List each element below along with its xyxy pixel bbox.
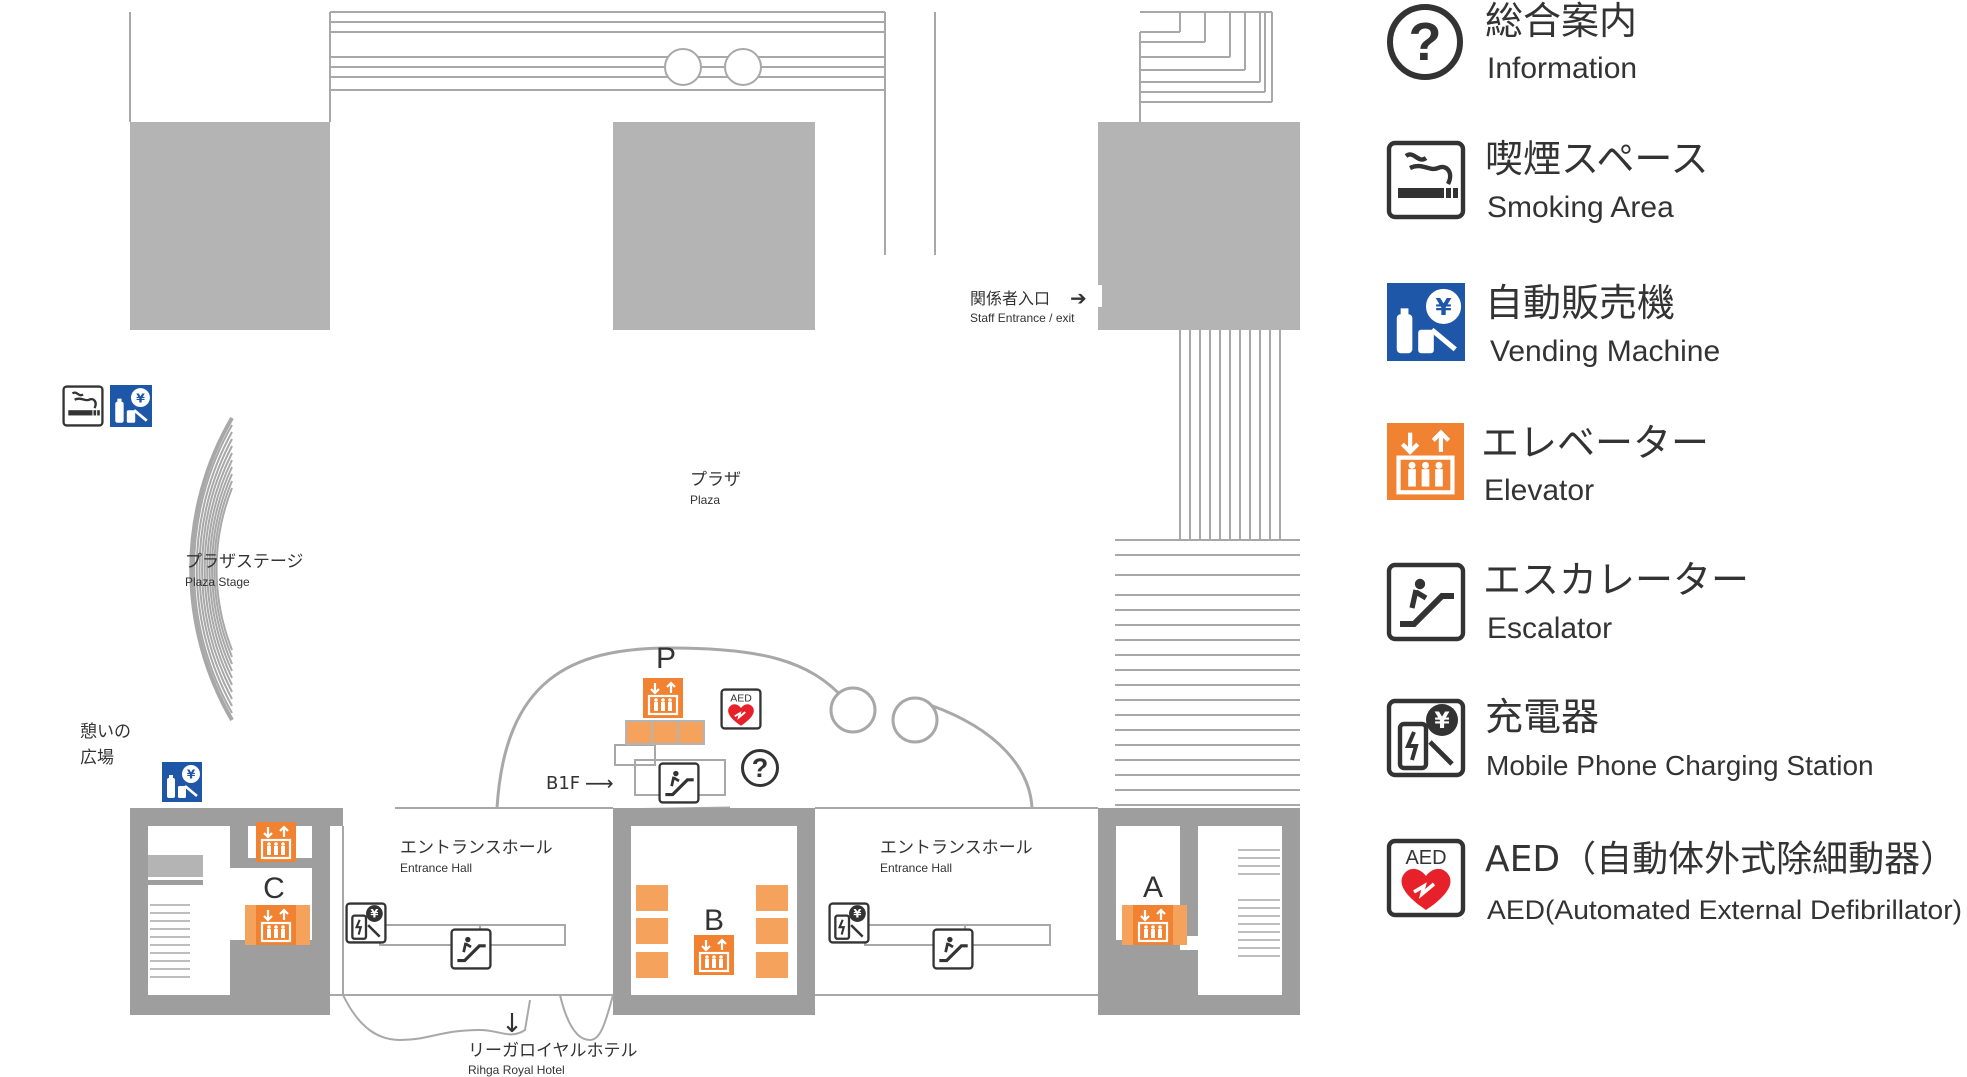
legend-jp-0: 総合案内 [1485,0,1637,43]
legend-en-4: Escalator [1487,612,1612,645]
legend-elevator-icon [1387,423,1464,500]
legend-en-2: Vending Machine [1490,335,1720,368]
smoking-area-icon[interactable] [62,385,104,427]
top-structures [129,11,1300,806]
rihga-royal-label-en: Rihga Royal Hotel [468,1063,565,1077]
legend-escalator-icon [1389,565,1463,639]
legend-en-0: Information [1487,52,1637,85]
legend-jp-3: エレベーター [1481,421,1709,465]
elevator-platforms [245,720,1187,978]
escalator-icon[interactable] [450,928,492,970]
elevator-c-upper-icon[interactable] [256,822,296,862]
entrance-hall-left-en: Entrance Hall [400,861,472,875]
entrance-hall-left-jp: エントランスホール [400,838,553,858]
plaza-label-en: Plaza [690,493,720,507]
legend-en-1: Smoking Area [1487,191,1674,224]
charging-station-icon[interactable] [828,902,870,944]
legend-jp-1: 喫煙スペース [1485,137,1708,181]
bottom-walls [130,807,1300,1042]
legend-jp-2: 自動販売機 [1485,281,1675,325]
elevator-b-icon[interactable] [694,935,734,975]
b1f-arrow-icon: ⟶ [585,771,614,795]
rest-area-label-1: 憩いの [80,722,131,742]
entrance-hall-right-jp: エントランスホール [880,838,1033,858]
legend-en-5: Mobile Phone Charging Station [1486,750,1874,781]
staff-entrance-label-jp: 関係者入口 [970,289,1050,308]
rihga-royal-arrow-icon: ↓ [501,1009,523,1039]
charging-station-icon[interactable] [345,902,387,944]
elevator-label-p: P [656,642,676,675]
entrance-hall-right-en: Entrance Hall [880,861,952,875]
escalator-icon[interactable] [932,928,974,970]
legend-vending-machine-icon [1387,283,1465,361]
legend: 総合案内 Information 喫煙スペース Smoking Area 自動販… [1387,0,1962,925]
legend-information-icon [1390,7,1460,77]
vending-machine-icon[interactable] [110,385,152,427]
staff-entrance-arrow-icon: ➔ [1070,286,1087,310]
information-icon[interactable] [741,749,779,787]
vending-machine-icon[interactable] [162,762,202,802]
elevator-c-icon[interactable] [256,905,296,945]
legend-jp-5: 充電器 [1485,695,1599,739]
legend-jp-6: AED（自動体外式除細動器） [1485,839,1956,880]
legend-smoking-area-icon [1389,143,1463,217]
elevator-label-c: C [263,872,285,905]
elevator-a-icon[interactable] [1133,905,1173,945]
staff-entrance-label-en: Staff Entrance / exit [970,311,1075,325]
legend-charging-station-icon [1389,701,1463,775]
legend-jp-4: エスカレーター [1483,558,1749,602]
legend-aed-icon [1389,841,1463,915]
rest-area-label-2: 広場 [80,748,114,768]
plaza-stage-label-en: Plaza Stage [185,575,250,589]
plaza-label-jp: プラザ [690,470,741,490]
elevator-label-a: A [1143,871,1163,904]
escalator-icon[interactable] [658,762,700,804]
rihga-royal-label-jp: リーガロイヤルホテル [468,1041,638,1061]
elevator-label-b: B [704,904,724,937]
b1f-label: B1F [546,773,580,794]
elevator-p-icon[interactable] [643,678,683,718]
legend-en-3: Elevator [1484,474,1594,507]
aed-icon[interactable] [720,688,762,730]
plaza-stage-label-jp: プラザステージ [185,552,304,572]
legend-en-6: AED(Automated External Defibrillator) [1487,895,1962,925]
